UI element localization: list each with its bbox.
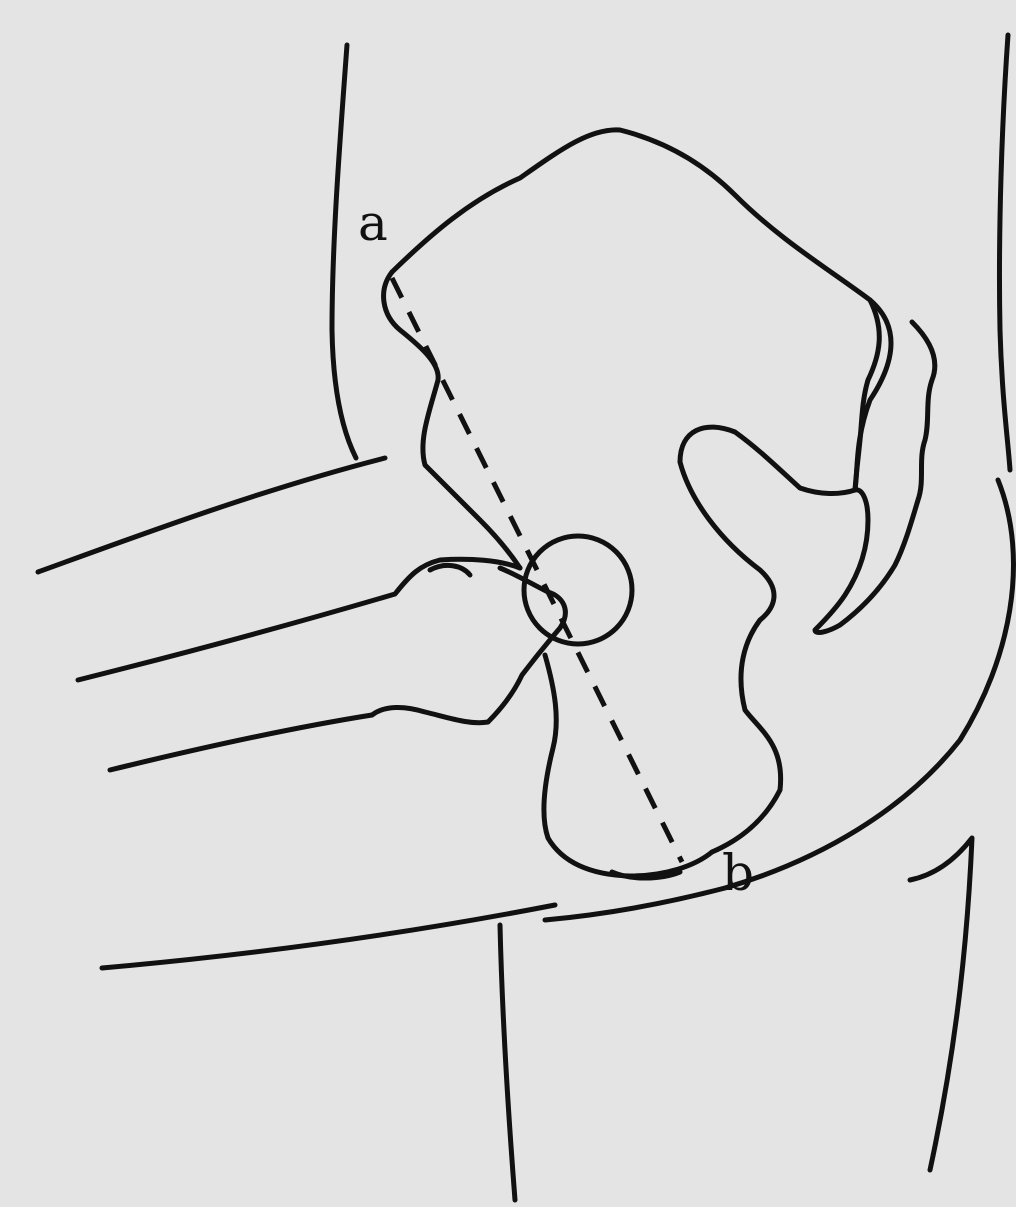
thigh-lower-outline xyxy=(102,905,555,968)
buttock-curve xyxy=(545,480,1013,920)
pelvis-bone-outline xyxy=(392,130,891,852)
arm-lower-outline xyxy=(110,715,372,770)
thumb-outline xyxy=(430,565,470,575)
fist-outline xyxy=(372,568,565,723)
point-a-label: a xyxy=(358,194,388,252)
lower-right-outline xyxy=(910,838,972,1170)
arm-upper-outline xyxy=(78,559,520,680)
leg-vertical-line xyxy=(500,925,515,1200)
ilium-left-edge xyxy=(384,272,520,568)
thigh-upper-outline xyxy=(38,458,385,572)
back-outline xyxy=(332,45,356,458)
right-body-outline xyxy=(999,35,1010,470)
point-b-label: b xyxy=(722,844,754,902)
ischium-outline xyxy=(544,655,712,876)
